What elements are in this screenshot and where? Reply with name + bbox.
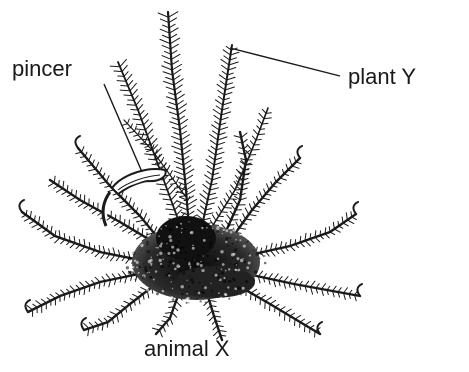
animal-x-label: animal X bbox=[144, 338, 230, 360]
plant-y-drawing bbox=[110, 12, 271, 240]
plant-y-label: plant Y bbox=[348, 66, 416, 88]
pincer-label: pincer bbox=[12, 58, 72, 80]
plant-y-leader-line bbox=[230, 48, 340, 76]
